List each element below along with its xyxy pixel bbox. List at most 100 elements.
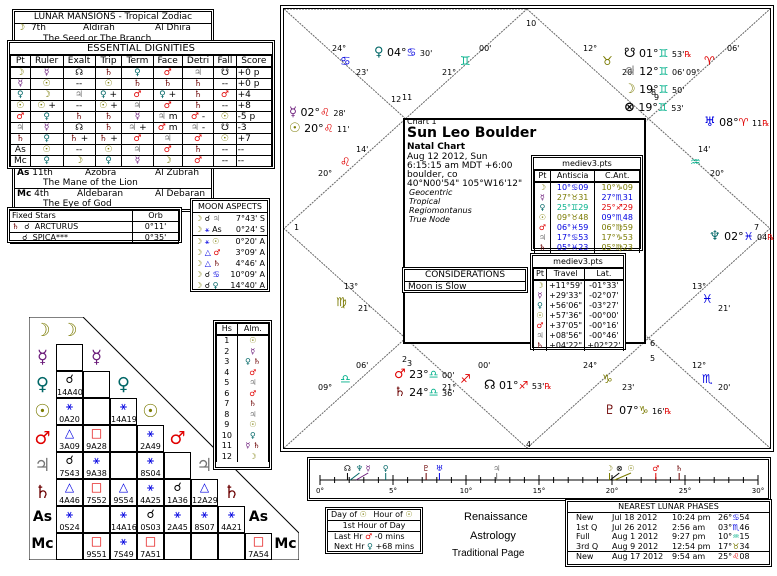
planet-position: ♀ 04°♋ 30' <box>374 45 433 60</box>
aspect-cell: ⚹2A49 <box>137 425 164 452</box>
day-of-label: Day of <box>331 510 358 519</box>
aspect-cell: ⚹14A16 <box>110 506 137 533</box>
hour-of-label: Hour of <box>373 510 403 519</box>
cusp-degree: 00' <box>478 361 491 370</box>
strip-marker: ♇ <box>423 464 430 473</box>
chart-name: Sun Leo Boulder <box>407 125 537 141</box>
cusp-minute: 20' <box>622 68 635 77</box>
dignity-cell: +0 p <box>235 78 273 90</box>
moon-aspect-row: ☽ ☌ ♀ 14°40' A <box>195 281 265 290</box>
dignity-row: ☉☉ +--☉ +♃♂♄--+8 <box>10 100 273 112</box>
dignity-cell: ♃ <box>10 122 31 134</box>
mc-label: Mc <box>17 189 32 199</box>
strip-marker: ♂ <box>652 464 659 473</box>
planet-position: ♃ 12°♊ 06' <box>624 64 685 79</box>
cusp-sign: ♋ <box>340 54 351 68</box>
moon-aspect-row: ☽ △ ♂ 3°09' A <box>195 248 265 257</box>
table-row: ♄+04'22"+02°22' <box>533 341 624 351</box>
cusp-sign: ♈ <box>704 54 715 68</box>
dignities-header: Detri <box>181 55 215 68</box>
house-row: 5♃ <box>216 378 270 389</box>
dignities-header: Exalt <box>62 55 96 68</box>
dignity-row: ☿☉--☉♄♄♄--+0 p <box>10 78 273 90</box>
aspect-cell <box>191 533 218 560</box>
dignity-cell: ♄ <box>181 100 215 112</box>
strip-marker: ♅ <box>436 464 443 473</box>
mc-mansion-desc: The Eye of God <box>43 199 112 209</box>
cusp-sign: ♎ <box>340 372 351 386</box>
dignity-cell: Mc <box>10 155 31 167</box>
moon-aspect-row: ☽ ☌ ♃ 7°43' S <box>195 214 265 223</box>
strip-marker: ☽ <box>606 464 613 473</box>
house-row: 8♃ <box>216 409 270 420</box>
table-row: ☿+29'33"-02°07' <box>533 291 624 301</box>
strip-tick-label: 25° <box>679 487 691 495</box>
grid-planet-left: ♄ <box>34 482 51 503</box>
asc-mansion-num: 11th <box>32 168 53 178</box>
cusp-minute: 23' <box>622 383 635 392</box>
degree-strip-svg: 0°5°10°15°20°25°30°☊♆☿♀♇♅♃☽⊗☉♂♄ <box>316 464 764 495</box>
mc-mansion-num: 4th <box>34 189 50 199</box>
grid-planet-left: ☽ <box>34 320 51 341</box>
considerations-panel: CONSIDERATIONS Moon is Slow <box>402 267 528 293</box>
strip-tick-label: 10° <box>460 487 472 495</box>
dignity-cell: ♄ <box>152 78 183 90</box>
moon-aspect-row: ☽ ☌ ♋ 10°09' A <box>195 270 265 279</box>
moon-aspect-row: ☽ ⚹ ☉ 0°20' A <box>193 235 267 246</box>
grid-planet-diag: ♄ <box>223 482 240 503</box>
aspect-cell <box>110 452 137 479</box>
dignity-cell: ♀ <box>10 89 31 101</box>
next-hour-label: Next Hr <box>334 542 365 551</box>
dignity-cell: ♂ <box>181 133 215 145</box>
next-hour-value: +68 mins <box>375 542 415 551</box>
table-row: ♃+08'56"-00°46' <box>533 331 624 341</box>
dignity-cell: -- <box>213 155 237 167</box>
fixed-star-name: ☌ SPICA*** <box>10 232 134 244</box>
grid-planet-diag: ☽ <box>61 320 78 341</box>
cusp-sign: ♌ <box>340 155 351 169</box>
moon-aspect-row: ☽ ⚹ As 0°24' S <box>195 225 265 234</box>
strip-marker: ♃ <box>493 464 500 473</box>
mars-icon: ♂ <box>365 532 373 541</box>
table-row: ♂+37'05"-00°16' <box>533 321 624 331</box>
degree-strip: 0°5°10°15°20°25°30°☊♆☿♀♇♅♃☽⊗☉♂♄ <box>307 457 771 501</box>
aspect-cell: △9S54 <box>110 479 137 506</box>
dignity-cell: ♀ <box>29 133 64 145</box>
dignity-cell: ☉ <box>94 78 123 90</box>
planet-position: ☋ 01°♊ 53'℞ <box>624 46 692 61</box>
chart-time: 6:15:15 am MDT +6:00 <box>407 161 513 171</box>
fixed-stars-title: Fixed Stars <box>10 210 134 222</box>
grid-planet-left: ☉ <box>34 401 51 422</box>
sun-icon: ☉ <box>359 510 367 519</box>
strip-tick-label: 15° <box>533 487 545 495</box>
aspect-cell: □7A51 <box>137 533 164 560</box>
dignity-cell: ☿ <box>29 66 64 79</box>
strip-marker: ♄ <box>676 464 683 473</box>
strip-tick-label: 5° <box>389 487 397 495</box>
planet-position: ⊗ 19°♊ 53' <box>624 100 684 115</box>
aspect-cell: ⚹9A38 <box>83 452 110 479</box>
dignity-cell: ♄ <box>181 144 215 156</box>
dignity-cell: ♄ <box>94 122 123 134</box>
grid-planet-diag: ☿ <box>90 347 103 368</box>
dignity-row: ☽☿☊♄♀♂♃☋+0 p <box>10 66 273 79</box>
grid-planet-left: Mc <box>31 536 54 552</box>
dignity-cell: ☽ <box>152 155 183 167</box>
cusp-sign: ♒ <box>690 155 701 169</box>
dignity-row: ♃☿☊♄♃ +♂ m♃ -☋-3 <box>10 122 273 134</box>
lunar-phases-title: NEAREST LUNAR PHASES <box>568 502 769 513</box>
cusp-degree: 24° <box>583 361 598 370</box>
house-number-3: 3 <box>407 359 413 368</box>
dignity-cell: ♂ <box>121 89 154 101</box>
dignity-cell: ☽ <box>29 89 64 101</box>
fixed-star-name: ♄ ☌ ARCTURUS <box>10 221 134 233</box>
